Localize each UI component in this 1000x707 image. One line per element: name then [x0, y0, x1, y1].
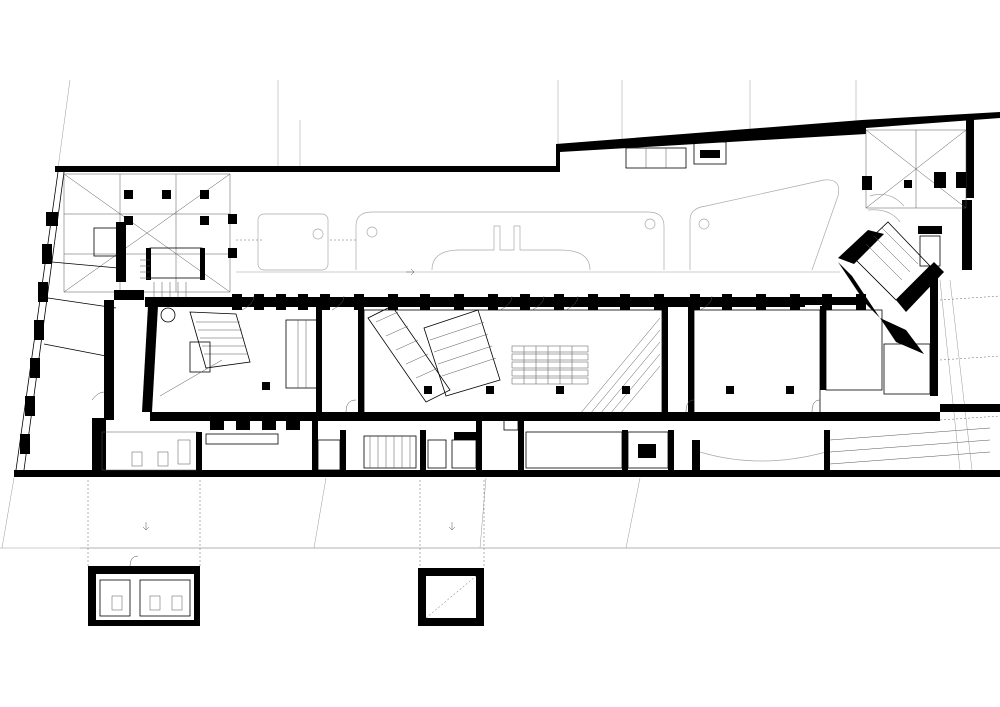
colonnade	[145, 294, 866, 310]
east-wing	[838, 129, 1000, 471]
north-annex	[625, 141, 727, 169]
south-pavilion-west	[88, 555, 200, 626]
stair-icon	[367, 305, 451, 403]
stair-icon	[189, 311, 251, 369]
main-halls	[142, 305, 883, 417]
seating-grid-icon	[511, 345, 589, 385]
west-rooms	[43, 222, 199, 473]
northwest-vaulted-hall	[63, 173, 237, 298]
direction-markers	[142, 268, 456, 531]
stair-icon	[363, 435, 417, 469]
stair-icon	[423, 309, 501, 397]
stair-icon	[838, 221, 944, 354]
courtyard	[236, 179, 840, 273]
south-service	[150, 412, 991, 472]
south-pavilion-east	[418, 568, 484, 626]
door-swing-icon	[91, 295, 821, 413]
outer-walls	[14, 112, 1000, 477]
site-context-lines	[0, 79, 1000, 568]
stair-icon	[140, 259, 187, 298]
